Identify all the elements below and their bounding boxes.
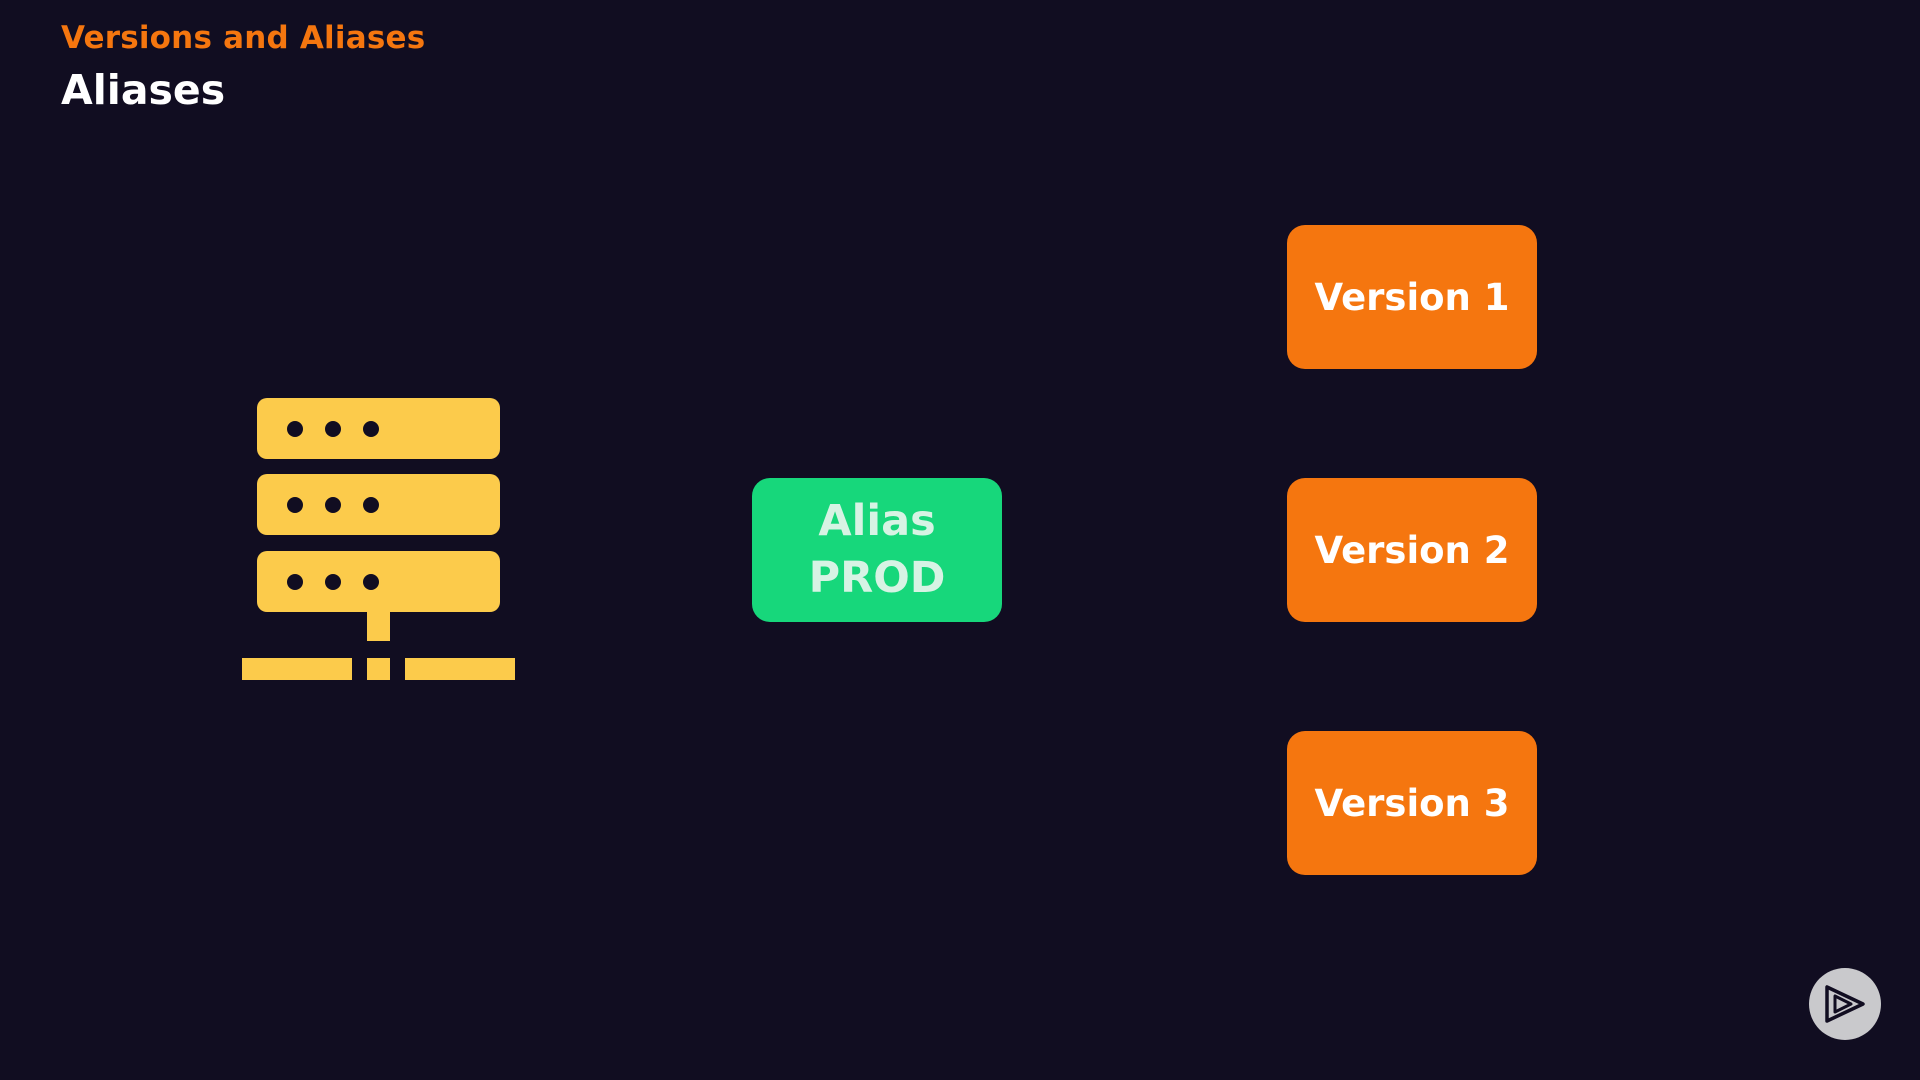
version-1-box: Version 1 <box>1287 225 1537 369</box>
alias-name: PROD <box>808 553 946 603</box>
play-logo-icon <box>1825 985 1865 1023</box>
page-title: Aliases <box>61 66 226 114</box>
player-logo-button[interactable] <box>1809 968 1881 1040</box>
version-1-label: Version 1 <box>1314 275 1510 319</box>
alias-prod-box: Alias PROD <box>752 478 1002 622</box>
version-2-box: Version 2 <box>1287 478 1537 622</box>
version-3-label: Version 3 <box>1314 781 1510 825</box>
server-rack-icon <box>242 398 515 680</box>
version-2-label: Version 2 <box>1314 528 1510 572</box>
section-title: Versions and Aliases <box>61 20 426 56</box>
version-3-box: Version 3 <box>1287 731 1537 875</box>
alias-label: Alias <box>818 496 936 546</box>
